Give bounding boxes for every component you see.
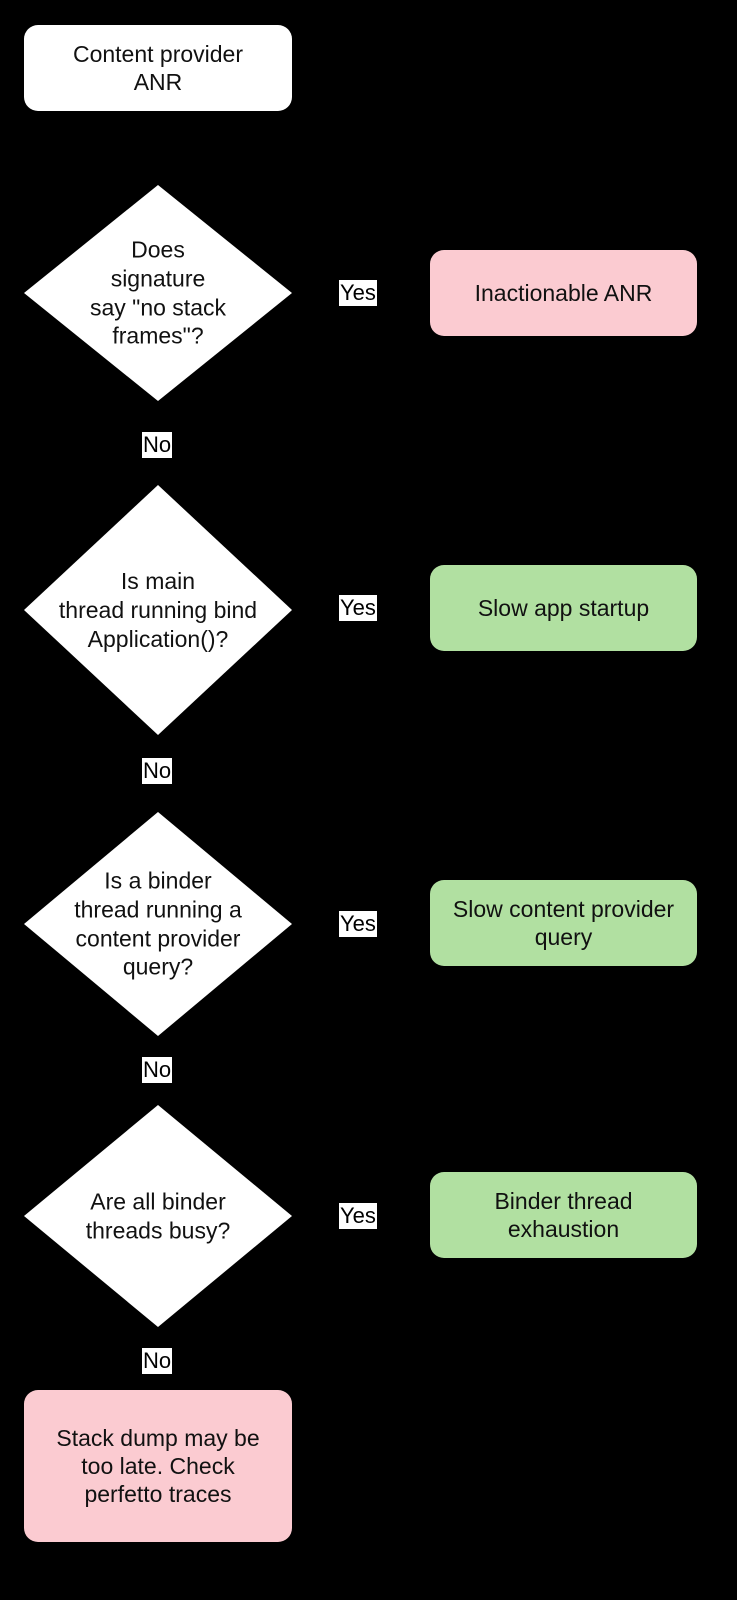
outcome-node-label: Binder thread exhaustion xyxy=(494,1187,633,1242)
terminal-node-label: Stack dump may be too late. Check perfet… xyxy=(56,1424,260,1508)
edge-label-decision-1-no: No xyxy=(142,432,173,459)
diamond-shape xyxy=(24,485,292,735)
edge-label-decision-4-no: No xyxy=(142,1348,173,1375)
edge-label-decision-2-yes: Yes xyxy=(339,595,377,622)
outcome-node-slow-app-startup[interactable]: Slow app startup xyxy=(430,565,697,651)
outcome-node-label: Inactionable ANR xyxy=(474,279,653,306)
decision-node-no-stack-frames[interactable]: Does signature say "no stack frames"? xyxy=(24,185,292,401)
edge-label-decision-3-no: No xyxy=(142,1057,173,1084)
diamond-shape xyxy=(24,1105,292,1327)
decision-node-binder-threads-busy[interactable]: Are all binder threads busy? xyxy=(24,1105,292,1327)
diamond-shape xyxy=(24,812,292,1036)
terminal-node-check-perfetto[interactable]: Stack dump may be too late. Check perfet… xyxy=(24,1390,292,1542)
outcome-node-inactionable-anr[interactable]: Inactionable ANR xyxy=(430,250,697,336)
start-node-label: Content provider ANR xyxy=(72,40,244,95)
edge-label-decision-3-yes: Yes xyxy=(339,911,377,938)
edge-label-decision-4-yes: Yes xyxy=(339,1203,377,1230)
outcome-node-binder-thread-exhaustion[interactable]: Binder thread exhaustion xyxy=(430,1172,697,1258)
outcome-node-slow-content-provider-query[interactable]: Slow content provider query xyxy=(430,880,697,966)
start-node-content-provider-anr[interactable]: Content provider ANR xyxy=(24,25,292,111)
edge-label-decision-2-no: No xyxy=(142,758,173,785)
outcome-node-label: Slow app startup xyxy=(477,594,650,621)
decision-node-content-provider-query[interactable]: Is a binder thread running a content pro… xyxy=(24,812,292,1036)
edge-label-decision-1-yes: Yes xyxy=(339,280,377,307)
diamond-shape xyxy=(24,185,292,401)
connector-start-to-decision-1 xyxy=(157,111,159,185)
outcome-node-label: Slow content provider query xyxy=(452,895,675,950)
decision-node-bind-application[interactable]: Is main thread running bind Application(… xyxy=(24,485,292,735)
